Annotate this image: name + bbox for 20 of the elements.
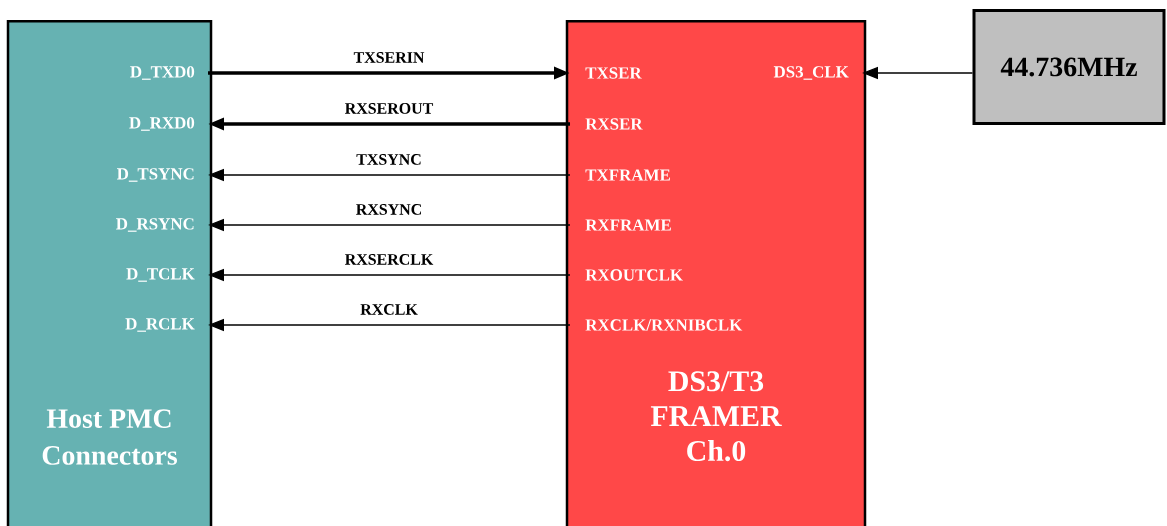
pin-label: DS3_CLK xyxy=(773,66,849,80)
pin-label: D_RCLK xyxy=(125,318,195,332)
edge-label: RXSERCLK xyxy=(343,253,435,266)
pin-label: TXFRAME xyxy=(585,169,670,181)
pin-label: RXSER xyxy=(585,118,643,130)
pin-label: RXFRAME xyxy=(585,219,671,231)
edge-label: TXSYNC xyxy=(355,153,423,166)
edge-label: RXSYNC xyxy=(354,203,424,216)
pin-label: D_TXD0 xyxy=(130,66,195,80)
pin-label: RXCLK/RXNIBCLK xyxy=(585,319,743,331)
edge-label: TXSERIN xyxy=(352,51,426,64)
pin-label: TXSER xyxy=(585,67,642,79)
pin-label: D_TSYNC xyxy=(117,168,194,182)
pin-label: D_RSYNC xyxy=(116,218,194,232)
pin-label: D_RXD0 xyxy=(129,117,195,131)
pin-label: D_TCLK xyxy=(126,268,195,282)
oscillator-box: 44.736MHz xyxy=(972,9,1166,125)
pin-label: RXOUTCLK xyxy=(585,269,683,281)
edge-label: RXCLK xyxy=(359,303,419,316)
edge-label: RXSEROUT xyxy=(343,102,435,115)
